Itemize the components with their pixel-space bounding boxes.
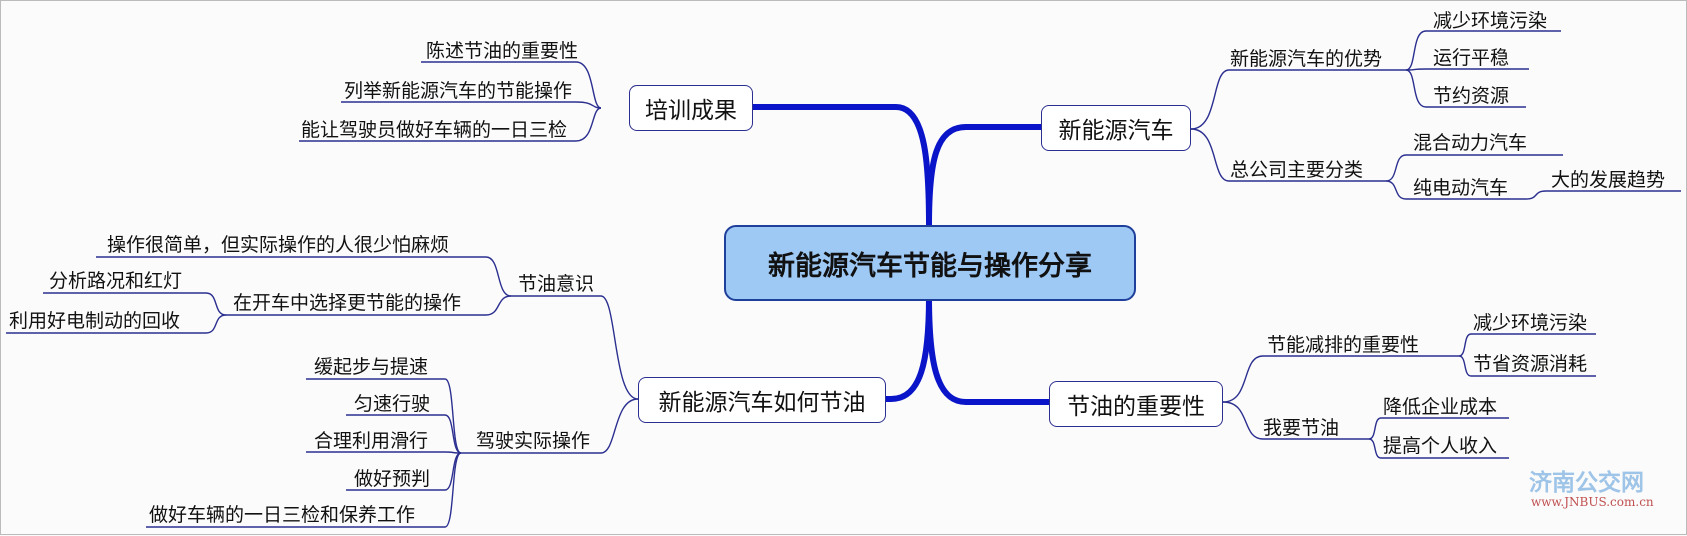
connector-energy-saving [1222,355,1459,403]
driving-item[interactable]: 匀速行驶 [354,393,431,415]
training-item[interactable]: 能让驾驶员做好车辆的一日三检 [301,119,568,141]
connector-adv-3 [1405,69,1526,108]
advantage-item[interactable]: 减少环境污染 [1433,10,1548,32]
topic-training[interactable]: 培训成果 [629,85,753,131]
connector-adv-1 [1405,30,1561,71]
subtopic-energy-saving[interactable]: 节能减排的重要性 [1267,334,1420,356]
energy-saving-item[interactable]: 减少环境污染 [1473,312,1588,334]
training-item[interactable]: 列举新能源汽车的节能操作 [344,80,573,102]
subtopic-categories[interactable]: 总公司主要分类 [1230,159,1364,181]
main-connector-new-energy [926,124,1044,228]
connector-choose [226,295,512,316]
category-hybrid[interactable]: 混合动力汽车 [1413,132,1528,154]
category-electric[interactable]: 纯电动汽车 [1413,177,1509,199]
subtopic-advantages[interactable]: 新能源汽车的优势 [1230,48,1383,70]
connector-drive-1 [306,378,462,454]
connector-drive-3 [306,451,462,454]
main-connector-training [750,104,932,228]
main-connector-how [838,294,932,402]
i-save-item[interactable]: 降低企业成本 [1383,396,1498,418]
topic-how-to-save[interactable]: 新能源汽车如何节油 [638,377,886,423]
connector-electric [1385,180,1526,200]
driving-item[interactable]: 合理利用滑行 [314,430,429,452]
subtopic-awareness[interactable]: 节油意识 [518,273,595,295]
subtopic-i-save[interactable]: 我要节油 [1263,417,1340,439]
connector-categories [1190,128,1386,182]
watermark-logo: 济南公交网 [1529,469,1644,496]
awareness-simple[interactable]: 操作很简单，但实际操作的人很少怕麻烦 [107,234,450,256]
connector-hybrid [1385,154,1563,182]
connector-drive-2 [346,414,462,454]
connector-advantages [1190,69,1406,130]
subtopic-driving[interactable]: 驾驶实际操作 [476,430,591,452]
driving-item[interactable]: 做好预判 [354,468,431,490]
connector-choose-1 [43,292,227,316]
i-save-item[interactable]: 提高个人收入 [1383,435,1498,457]
choose-item[interactable]: 利用好电制动的回收 [9,310,181,332]
connector-train-3 [299,107,602,142]
connector-awareness [511,295,639,400]
connector-is-2 [1368,438,1509,459]
main-connector-importance [926,294,1052,405]
connector-drive-5 [146,452,462,528]
connector-is-1 [1368,417,1509,440]
connector-es-2 [1458,355,1596,377]
advantage-item[interactable]: 节约资源 [1433,85,1510,107]
connector-es-1 [1458,333,1596,357]
energy-saving-item[interactable]: 节省资源消耗 [1473,353,1588,375]
driving-item[interactable]: 做好车辆的一日三检和保养工作 [149,504,416,526]
connector-adv-2 [1405,68,1529,71]
awareness-choose[interactable]: 在开车中选择更节能的操作 [233,292,462,314]
topic-importance[interactable]: 节油的重要性 [1049,381,1223,427]
connector-simple [96,256,512,297]
connector-choose-2 [6,314,227,334]
topic-new-energy[interactable]: 新能源汽车 [1041,105,1191,151]
driving-item[interactable]: 缓起步与提速 [314,356,429,378]
connector-trend [1525,190,1681,200]
connector-i-save [1222,401,1369,440]
connector-train-2 [341,101,602,109]
choose-item[interactable]: 分析路况和红灯 [49,270,183,292]
electric-trend[interactable]: 大的发展趋势 [1551,169,1666,191]
training-item[interactable]: 陈述节油的重要性 [426,40,579,62]
connector-train-1 [421,61,602,109]
connector-driving [461,398,639,454]
advantage-item[interactable]: 运行平稳 [1433,47,1510,69]
watermark-url: www.JNBUS.com.cn [1531,495,1654,509]
central-topic[interactable]: 新能源汽车节能与操作分享 [724,225,1136,301]
